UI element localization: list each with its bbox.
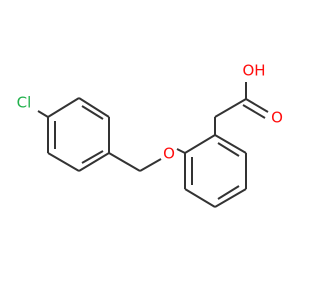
bond (47, 152, 80, 172)
ch2-o-bond (139, 158, 162, 172)
bond (214, 134, 247, 154)
ch2-bond (108, 152, 141, 172)
aromatic-inner-bond (81, 105, 104, 120)
carbonyl-oxygen-label: O (271, 109, 283, 127)
bond (47, 97, 80, 118)
c-c-bond (214, 98, 247, 118)
bond (214, 188, 247, 208)
o-aryl-bond (176, 148, 186, 154)
chlorophenyl-ring (47, 97, 110, 172)
bond (184, 188, 216, 208)
aromatic-inner-bond (217, 185, 240, 200)
hydroxyl-label: OH (242, 62, 265, 80)
c-o-double-bond (245, 98, 269, 113)
c-cl-bond (37, 110, 49, 118)
chlorine-label: Cl (17, 94, 32, 112)
aromatic-inner-bond (81, 150, 104, 164)
bond (78, 152, 110, 172)
ether-oxygen-label: O (163, 145, 175, 163)
bond (78, 97, 110, 118)
c-o-double-bond (242, 104, 266, 119)
phenyl-ring (184, 134, 247, 208)
chemical-structure-diagram: Cl O O OH (17, 62, 283, 208)
bond (184, 134, 216, 154)
aromatic-inner-bond (217, 142, 240, 157)
